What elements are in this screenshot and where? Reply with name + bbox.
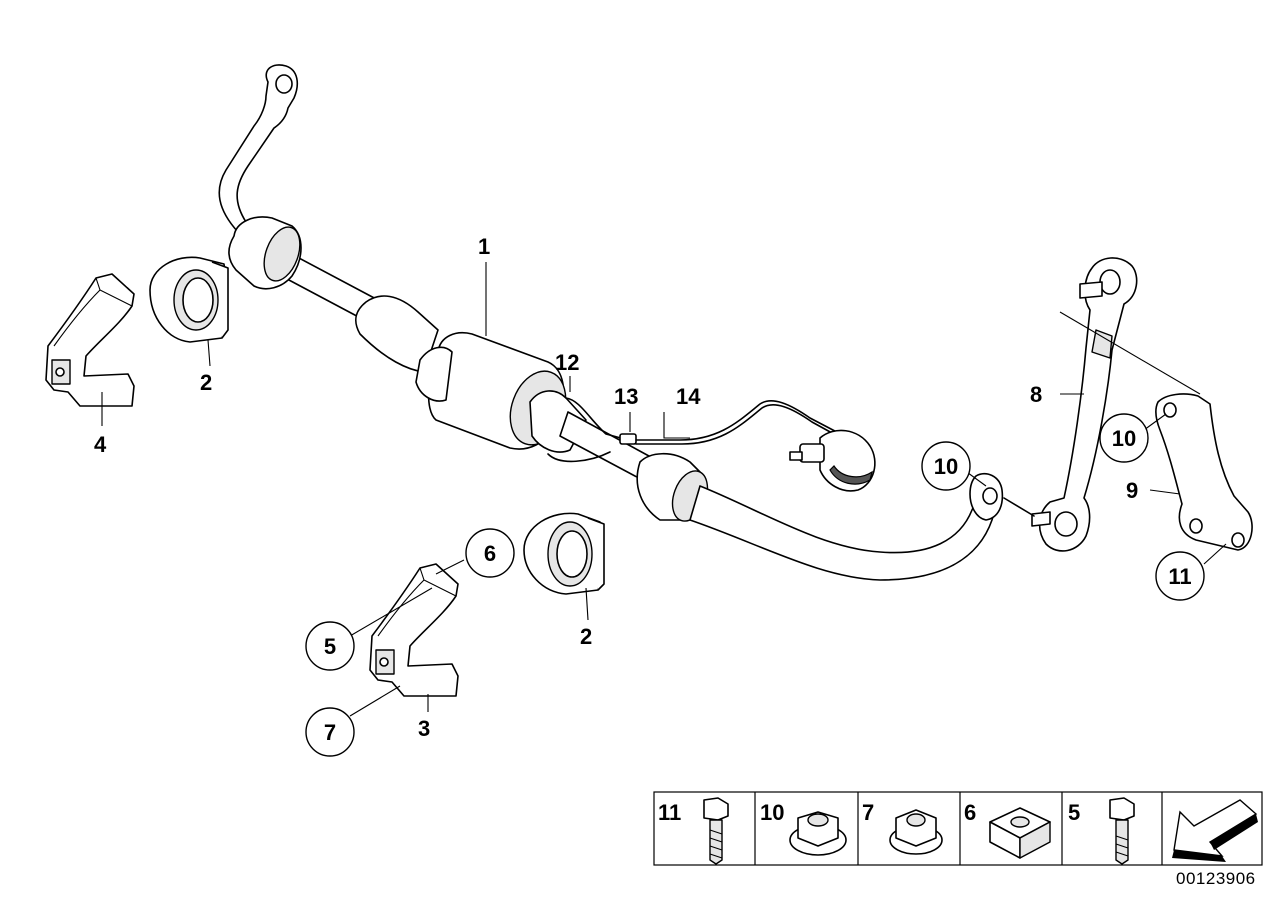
legend-item-10: 10 bbox=[760, 800, 784, 825]
svg-text:5: 5 bbox=[324, 634, 336, 659]
legend-item-7: 7 bbox=[862, 800, 874, 825]
callout-9: 9 bbox=[1126, 478, 1138, 503]
legend-item-5: 5 bbox=[1068, 800, 1080, 825]
callout-13: 13 bbox=[614, 384, 638, 409]
callout-4: 4 bbox=[94, 432, 107, 457]
svg-text:6: 6 bbox=[484, 541, 496, 566]
sensor-cable[interactable] bbox=[547, 397, 853, 463]
legend-item-11: 11 bbox=[658, 800, 681, 825]
assembly-guide-line bbox=[1059, 311, 1201, 395]
callout-3: 3 bbox=[418, 716, 430, 741]
svg-text:10: 10 bbox=[1112, 426, 1136, 451]
hex-nut-icon bbox=[889, 809, 943, 855]
flange-nut-icon bbox=[789, 811, 847, 856]
stabilizer-bar[interactable] bbox=[218, 64, 1004, 581]
rubber-bushing-left[interactable] bbox=[149, 256, 229, 343]
callout-11: 11 bbox=[1155, 551, 1205, 601]
callout-10-center: 10 bbox=[921, 441, 971, 491]
callout-2-right: 2 bbox=[580, 624, 592, 649]
svg-text:11: 11 bbox=[1168, 564, 1191, 589]
callout-7: 7 bbox=[305, 707, 355, 757]
callout-2-left: 2 bbox=[200, 370, 212, 395]
rubber-bushing-right[interactable] bbox=[523, 512, 605, 595]
screw-icon bbox=[1109, 797, 1135, 865]
height-sensor[interactable] bbox=[789, 429, 876, 492]
link-bracket[interactable] bbox=[1155, 393, 1253, 551]
stabilizer-link[interactable] bbox=[1031, 257, 1138, 552]
callout-1: 1 bbox=[478, 234, 490, 259]
fastener-legend: 11 10 7 6 5 bbox=[653, 791, 1263, 866]
link-stud bbox=[1003, 497, 1035, 517]
bracket-right[interactable] bbox=[369, 563, 459, 697]
direction-arrow-icon bbox=[1172, 799, 1258, 862]
svg-text:10: 10 bbox=[934, 454, 958, 479]
callout-14: 14 bbox=[676, 384, 701, 409]
document-number: 00123906 bbox=[1176, 869, 1256, 888]
callout-5: 5 bbox=[305, 621, 355, 671]
callout-10-right: 10 bbox=[1099, 413, 1149, 463]
callout-6: 6 bbox=[465, 528, 515, 578]
svg-text:7: 7 bbox=[324, 720, 336, 745]
square-nut-icon bbox=[989, 807, 1051, 859]
callout-12: 12 bbox=[555, 350, 579, 375]
callout-8: 8 bbox=[1030, 382, 1042, 407]
bracket-left[interactable] bbox=[45, 273, 135, 407]
legend-item-6: 6 bbox=[964, 800, 976, 825]
hex-bolt-icon bbox=[703, 797, 729, 865]
